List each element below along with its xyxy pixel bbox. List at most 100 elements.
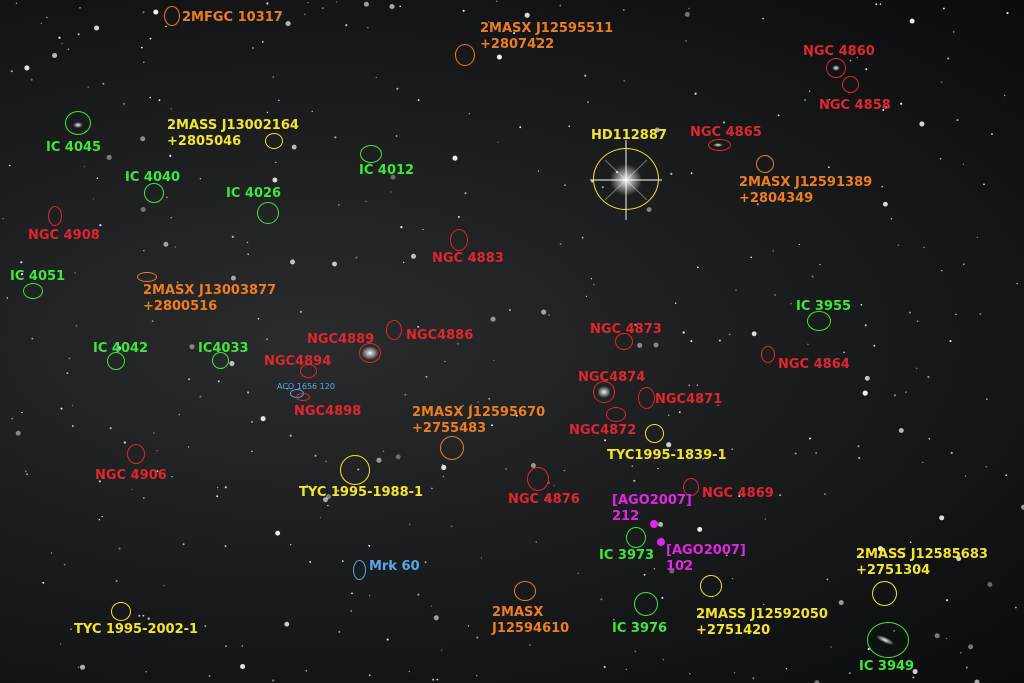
background-star (199, 178, 202, 180)
background-star (631, 465, 633, 467)
background-star (934, 633, 940, 639)
background-star (751, 331, 757, 337)
background-star (58, 36, 61, 39)
background-star (138, 614, 141, 617)
marker-ngc4872 (606, 407, 626, 422)
background-star (96, 177, 99, 179)
label-ngc-4860: NGC 4860 (803, 44, 875, 59)
marker-ngc-4865 (708, 139, 731, 151)
background-star (390, 174, 396, 180)
background-star (153, 432, 155, 434)
background-star (674, 449, 676, 452)
background-star (722, 121, 726, 124)
background-star (306, 484, 308, 487)
label-ngc-4873: NGC 4873 (590, 322, 662, 337)
background-star (634, 323, 637, 326)
background-star (603, 665, 606, 669)
background-star (140, 206, 146, 213)
background-star (417, 99, 420, 102)
background-star (890, 217, 893, 220)
background-star (142, 11, 145, 14)
background-star (63, 563, 66, 566)
background-star (408, 523, 411, 526)
background-star (26, 473, 28, 476)
background-star (158, 99, 161, 102)
background-star (908, 311, 911, 314)
background-star (67, 48, 70, 51)
background-star (873, 344, 876, 347)
background-star (661, 596, 664, 599)
label-ic-3973: IC 3973 (599, 548, 655, 563)
marker-ngc4894 (300, 364, 317, 378)
background-star (604, 439, 607, 442)
background-star (963, 263, 965, 265)
background-star (319, 516, 322, 519)
background-star (513, 32, 516, 35)
marker-ic-4042 (107, 352, 125, 370)
background-star (189, 344, 195, 350)
background-star (877, 546, 884, 552)
marker-ngc-4873 (615, 333, 633, 350)
background-star (15, 2, 18, 5)
background-star (559, 243, 562, 245)
background-star (669, 568, 675, 574)
background-star (10, 70, 13, 73)
label-2mass-j12585683: 2MASS J12585683 +2751304 (856, 547, 988, 578)
background-star (208, 675, 211, 677)
background-star (92, 198, 95, 200)
background-star (912, 676, 915, 679)
background-star (623, 79, 626, 82)
background-star (251, 421, 253, 423)
background-star (151, 320, 154, 322)
marker-ago2007-212 (650, 520, 658, 528)
background-star (169, 154, 172, 157)
background-star (919, 121, 925, 127)
label-aco-1656-120: ACO 1656 120 (277, 382, 335, 391)
background-star (828, 166, 830, 169)
background-star (182, 543, 185, 546)
background-star (637, 342, 643, 348)
marker-ic-3949 (867, 622, 909, 658)
background-star (790, 302, 792, 305)
background-star (367, 27, 369, 29)
background-star (1021, 504, 1024, 510)
background-star (613, 618, 615, 621)
background-star (810, 54, 813, 57)
background-star (985, 465, 988, 468)
label-ngc4886: NGC4886 (406, 328, 474, 343)
marker-tyc1995-1839-1 (645, 424, 664, 443)
background-star (422, 228, 424, 231)
background-star (728, 333, 731, 336)
background-star (865, 68, 868, 71)
background-star (625, 668, 627, 671)
background-star (278, 99, 280, 102)
background-star (939, 158, 942, 160)
marker-ic-4045 (65, 111, 91, 135)
background-star (368, 674, 371, 677)
background-star (376, 457, 382, 463)
background-star (678, 411, 681, 414)
background-star (467, 625, 470, 627)
background-star (1003, 94, 1006, 97)
background-star (42, 581, 45, 584)
background-star (249, 11, 252, 14)
background-star (468, 113, 471, 115)
marker-tyc-1995-1988-1 (340, 455, 370, 485)
label-hd112887: HD112887 (591, 128, 667, 143)
marker-ngc-4908 (48, 206, 62, 226)
background-star (750, 256, 753, 259)
label-ic-4026: IC 4026 (226, 186, 282, 201)
background-star (334, 136, 337, 139)
background-star (457, 215, 460, 218)
marker-2masx-j12594610 (514, 581, 536, 601)
background-star (505, 468, 508, 470)
background-star (290, 259, 295, 265)
background-star (165, 25, 167, 28)
background-star (77, 666, 80, 669)
marker-ngc-4883 (450, 229, 468, 251)
background-star (9, 164, 11, 167)
marker-2mass-j12585683 (872, 581, 897, 606)
background-star (116, 345, 122, 351)
background-star (71, 404, 74, 407)
background-star (976, 236, 978, 239)
